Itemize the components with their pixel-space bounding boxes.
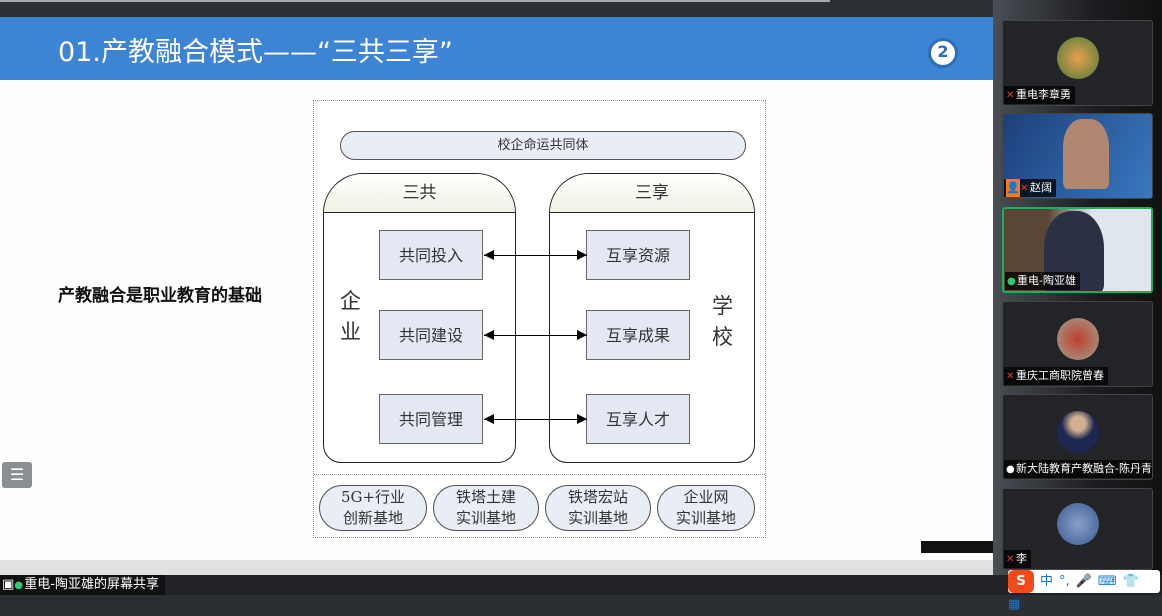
top-banner: 校企命运共同体 (340, 131, 746, 160)
menu-icon[interactable]: ☰ (2, 462, 32, 488)
base-line: 5G+行业 (340, 488, 406, 506)
right-side-label: 学校 (712, 291, 736, 353)
participant-name: 赵阔 (1030, 181, 1052, 194)
base-line: 创新基地 (342, 509, 403, 527)
base-line: 企业网 (683, 488, 729, 506)
avatar (1057, 37, 1099, 79)
school-logo-icon: 2 (928, 38, 958, 68)
bottom-bar (0, 575, 1162, 595)
mic-icon[interactable]: 🎤 (1075, 574, 1092, 589)
video-feed (1063, 119, 1109, 189)
screen-share-icon: ▣ (2, 577, 15, 592)
ime-mode-button[interactable]: 中 (1040, 574, 1054, 589)
slide-subtitle: 产教融合是职业教育的基础 (58, 286, 262, 306)
avatar (1057, 503, 1099, 545)
user-icon: 👤 (1006, 179, 1020, 197)
participant-name: 重电-陶亚雄 (1017, 274, 1076, 287)
side-char: 学 (712, 294, 733, 318)
double-arrow (484, 330, 587, 340)
participant-tile-active[interactable]: ●重电-陶亚雄 (1002, 207, 1153, 293)
mic-muted-icon: ✕ (1006, 371, 1015, 382)
left-side-label: 企业 (340, 286, 364, 348)
slide-header (0, 17, 993, 80)
left-item: 共同管理 (379, 394, 483, 444)
share-text: 重电-陶亚雄的屏幕共享 (24, 577, 159, 592)
divider (314, 474, 765, 475)
keyboard-icon[interactable]: ⌨ (1097, 574, 1117, 589)
participant-name: 重电李章勇 (1016, 88, 1071, 101)
double-arrow (484, 414, 587, 424)
base-line: 实训基地 (455, 509, 516, 527)
left-item: 共同投入 (379, 230, 483, 280)
left-item: 共同建设 (379, 310, 483, 360)
base-line: 铁塔宏站 (567, 488, 628, 506)
participant-tile[interactable]: ✕李 (1002, 488, 1153, 570)
participant-tile[interactable]: 👤✕赵阔 (1002, 113, 1153, 199)
left-group-header: 三共 (324, 174, 515, 213)
right-item: 互享资源 (586, 230, 690, 280)
mic-muted-icon: ✕ (1006, 90, 1015, 101)
side-char: 业 (340, 320, 361, 344)
base-pill: 5G+行业创新基地 (319, 485, 427, 531)
participant-tile[interactable]: ✕重庆工商职院曾春 (1002, 301, 1153, 387)
mic-icon: ● (1007, 276, 1016, 287)
apps-icon[interactable]: ▦ (1008, 597, 1021, 612)
right-item: 互享人才 (586, 394, 690, 444)
sogou-logo-icon[interactable]: S (1008, 570, 1034, 593)
base-pill: 铁塔宏站实训基地 (545, 485, 651, 531)
base-line: 铁塔土建 (455, 488, 516, 506)
base-line: 实训基地 (675, 509, 736, 527)
right-item: 互享成果 (586, 310, 690, 360)
mic-muted-icon: ✕ (1006, 554, 1015, 565)
mic-muted-icon: ✕ (1020, 183, 1029, 194)
mic-icon: ● (14, 580, 24, 591)
participant-name: 重庆工商职院曾春 (1016, 369, 1104, 382)
participant-tile[interactable]: ✕重电李章勇 (1002, 20, 1153, 106)
mic-icon: ● (1006, 464, 1015, 475)
avatar (1057, 318, 1099, 360)
right-group-header: 三享 (550, 174, 754, 213)
base-line: 实训基地 (567, 509, 628, 527)
base-pill: 铁塔土建实训基地 (433, 485, 539, 531)
screen-share-label: ▣●重电-陶亚雄的屏幕共享 (0, 575, 165, 595)
double-arrow (484, 250, 587, 260)
slide-title: 01.产教融合模式——“三共三享” (58, 37, 453, 68)
participant-name: 新大陆教育产教融合-陈丹青 (1016, 462, 1152, 475)
avatar (1057, 411, 1099, 453)
participant-name: 李 (1016, 552, 1027, 565)
top-bar (0, 0, 995, 17)
slide-footer (0, 560, 995, 575)
base-pill: 企业网实训基地 (657, 485, 755, 531)
skin-icon[interactable]: 👕 (1122, 574, 1139, 589)
punctuation-button[interactable]: °, (1059, 574, 1070, 589)
participant-tile[interactable]: ●新大陆教育产教融合-陈丹青 (1002, 394, 1153, 480)
side-char: 企 (340, 289, 361, 313)
diagram: 校企命运共同体 三共 三享 企业 学校 共同投入 共同建设 共同管理 互享资源 … (313, 100, 766, 538)
side-char: 校 (712, 325, 733, 349)
overlay-bar (921, 541, 993, 553)
